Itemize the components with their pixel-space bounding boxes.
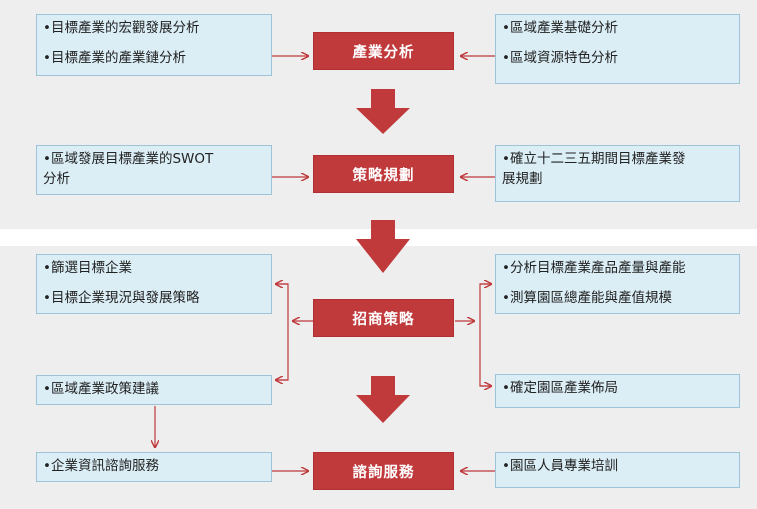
item: •目標產業的產業鏈分析: [43, 50, 186, 66]
item: •區域產業基礎分析: [502, 20, 618, 36]
item: •目標產業的宏觀發展分析: [43, 20, 200, 36]
step-industry-analysis: 產業分析: [313, 32, 454, 70]
item: •目標企業現況與發展策略: [43, 290, 200, 306]
item: •確立十二三五期間目標產業發 展規劃: [502, 151, 686, 187]
box-swot: •區域發展目標產業的SWOT 分析: [36, 145, 272, 195]
item: •確定園區產業佈局: [502, 380, 618, 396]
box-regional-basis: •區域產業基礎分析 •區域資源特色分析: [495, 14, 740, 84]
item: •區域資源特色分析: [502, 50, 618, 66]
item: •測算園區總產能與產值規模: [502, 290, 672, 306]
box-plan-establish: •確立十二三五期間目標產業發 展規劃: [495, 145, 740, 202]
step-strategy-planning: 策略規劃: [313, 155, 454, 193]
step-investment-strategy: 招商策略: [313, 299, 454, 337]
item: •篩選目標企業: [43, 260, 132, 276]
box-target-companies: •篩選目標企業 •目標企業現況與發展策略: [36, 254, 272, 314]
box-capacity-analysis: •分析目標產業產品產量與產能 •測算園區總產能與產值規模: [495, 254, 740, 314]
box-info-consulting: •企業資訊諮詢服務: [36, 452, 272, 482]
step-consulting-service: 諮詢服務: [313, 452, 454, 490]
box-policy-advice: •區域產業政策建議: [36, 375, 272, 405]
item: •區域發展目標產業的SWOT 分析: [43, 151, 214, 187]
box-macro-analysis: •目標產業的宏觀發展分析 •目標產業的產業鏈分析: [36, 14, 272, 76]
item: •分析目標產業產品產量與產能: [502, 260, 686, 276]
item: •區域產業政策建議: [43, 381, 159, 397]
box-staff-training: •園區人員專業培訓: [495, 452, 740, 488]
item: •園區人員專業培訓: [502, 458, 618, 474]
box-park-layout: •確定園區產業佈局: [495, 374, 740, 408]
item: •企業資訊諮詢服務: [43, 458, 159, 474]
